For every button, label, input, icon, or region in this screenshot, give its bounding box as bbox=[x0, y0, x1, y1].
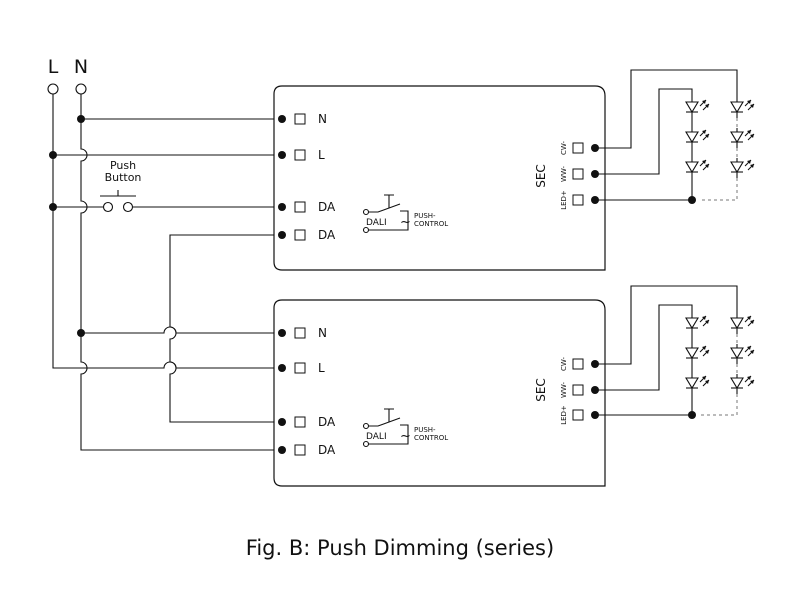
l-terminal bbox=[47, 83, 59, 95]
terminal-n: N bbox=[318, 326, 327, 340]
n-bus-wire bbox=[80, 94, 282, 451]
terminal-da: DA bbox=[318, 228, 336, 242]
dali-push-switch: DALI ~ PUSH- CONTROL bbox=[362, 194, 448, 234]
n-terminal bbox=[75, 83, 87, 95]
push-control-line1: PUSH- bbox=[414, 426, 436, 434]
terminal-da: DA bbox=[318, 200, 336, 214]
l-label: L bbox=[48, 56, 59, 78]
l-bus-wire bbox=[52, 94, 160, 369]
terminal-n: N bbox=[318, 112, 327, 126]
push-control-line2: CONTROL bbox=[414, 220, 448, 228]
tilde-symbol: ~ bbox=[400, 429, 411, 444]
push-control-line2: CONTROL bbox=[414, 434, 448, 442]
ww-label: WW- bbox=[560, 165, 568, 182]
dali-push-switch: DALI ~ PUSH- CONTROL bbox=[362, 408, 448, 448]
terminal-da: DA bbox=[318, 415, 336, 429]
figure-caption: Fig. B: Push Dimming (series) bbox=[245, 536, 555, 560]
ww-label: WW- bbox=[560, 381, 568, 398]
led-plus-label: LED+ bbox=[560, 405, 568, 425]
dali-label: DALI bbox=[366, 432, 387, 442]
led-array-2 bbox=[595, 285, 755, 419]
driver-2: N L DA DA DALI ~ PUSH- CONTROL SEC CW- W… bbox=[273, 299, 606, 487]
tilde-symbol: ~ bbox=[400, 215, 411, 230]
sec-label: SEC bbox=[534, 164, 548, 188]
button-label: Button bbox=[105, 171, 142, 184]
mains-n: N bbox=[74, 56, 88, 95]
sec-label: SEC bbox=[534, 378, 548, 402]
push-control-line1: PUSH- bbox=[414, 212, 436, 220]
cw-label: CW- bbox=[560, 141, 568, 156]
terminal-da: DA bbox=[318, 443, 336, 457]
dali-label: DALI bbox=[366, 218, 387, 228]
led-plus-label: LED+ bbox=[560, 190, 568, 210]
push-label: Push bbox=[110, 159, 136, 172]
cw-label: CW- bbox=[560, 357, 568, 372]
led-array-1 bbox=[595, 69, 755, 204]
driver-1: N L DA DA DALI ~ PUSH- CONTROL SEC CW- W… bbox=[273, 85, 606, 271]
terminal-l: L bbox=[318, 148, 325, 162]
n-label: N bbox=[74, 56, 88, 78]
terminal-l: L bbox=[318, 361, 325, 375]
mains-l: L bbox=[47, 56, 59, 95]
push-button: Push Button bbox=[100, 159, 142, 213]
